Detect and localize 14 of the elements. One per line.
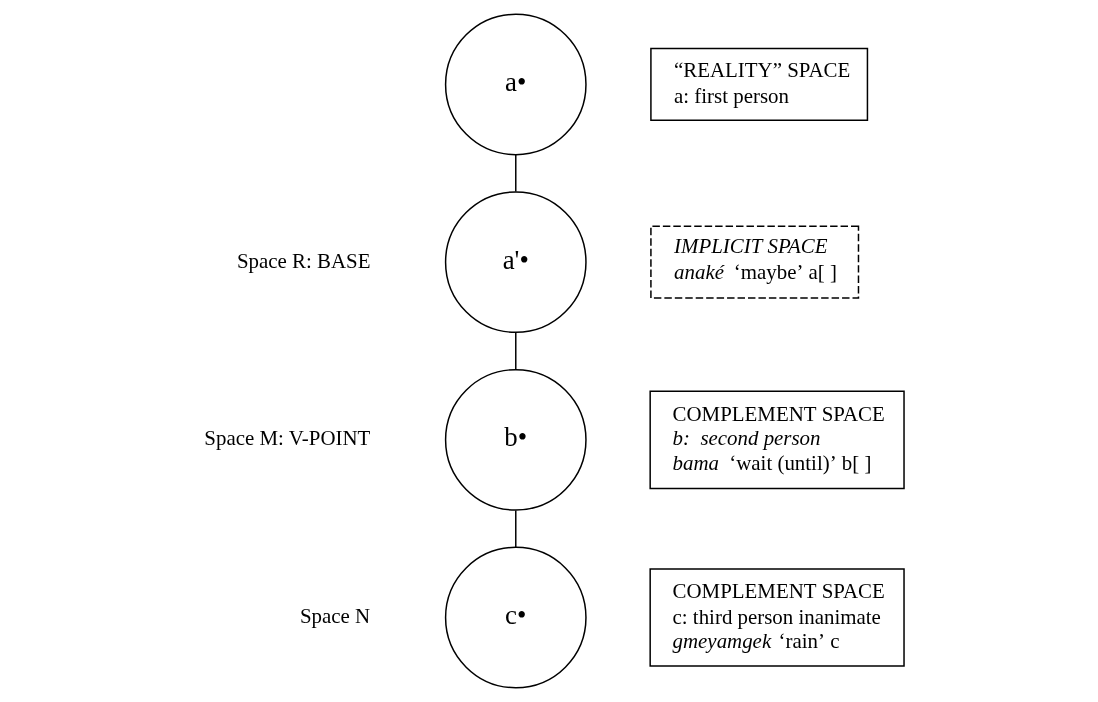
node-circle: a'• <box>444 191 587 334</box>
node-box: “REALITY” SPACE a: first person <box>650 47 869 122</box>
node-circle: a• <box>444 13 587 156</box>
connector <box>515 154 517 193</box>
label: Space N <box>299 604 371 629</box>
connector <box>515 331 517 370</box>
label: Space R: BASE <box>236 248 371 273</box>
connector <box>515 509 517 548</box>
node-circle: b• <box>444 368 587 511</box>
node-box: COMPLEMENT SPACE b: second person bama ‘wait (until)’ b[ ] <box>649 390 905 490</box>
node-box: IMPLICIT SPACE anaké ‘maybe’ a[ ] <box>650 225 860 299</box>
node-circle: c• <box>444 546 587 689</box>
label: Space M: V-POINT <box>204 426 371 451</box>
node-box: COMPLEMENT SPACE c: third person inanimate gmeyamgek ‘rain’ c <box>649 568 905 667</box>
